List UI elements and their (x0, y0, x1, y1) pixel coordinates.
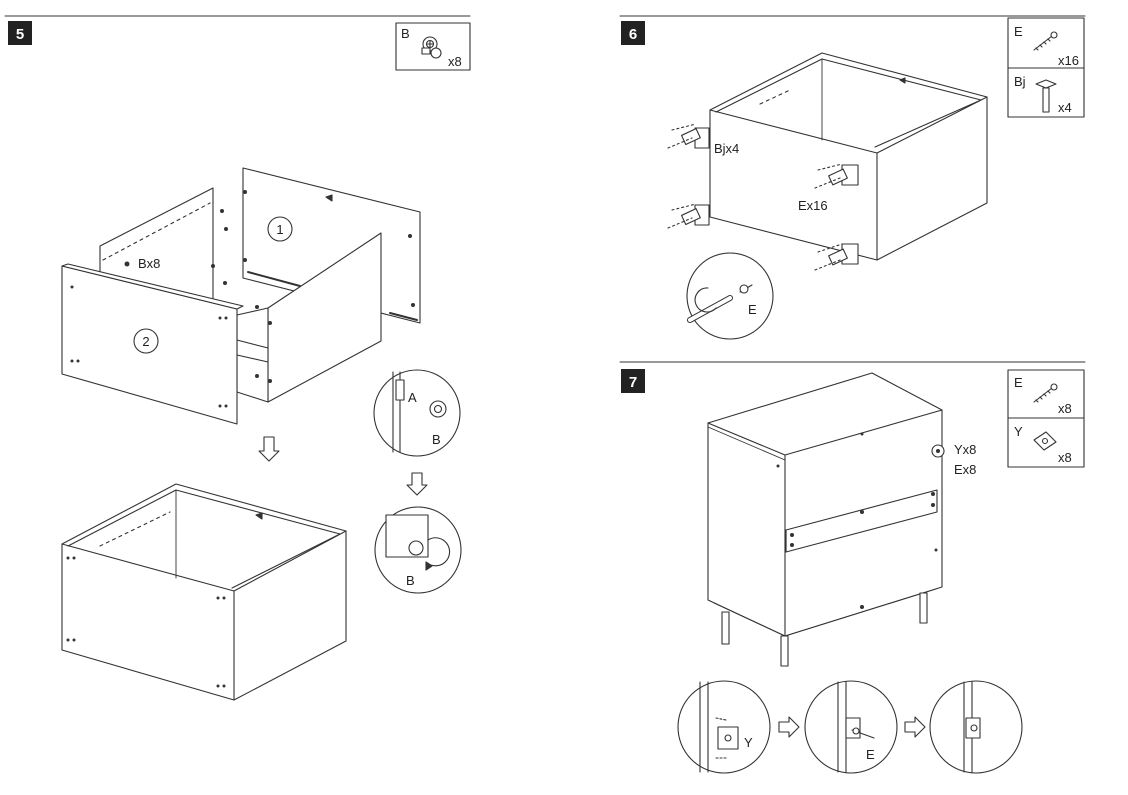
step-7: 7 E x8 Y x8 (619, 361, 1086, 774)
step-badge (621, 21, 645, 45)
down-arrow-icon (258, 436, 280, 462)
screw-callout: Ex8 (954, 462, 976, 477)
cam-lock-icon (421, 36, 442, 59)
detail-bracket-fixed (929, 680, 1023, 774)
detail-bracket-place: Y (677, 680, 771, 774)
upright-cabinet-drawing (707, 372, 945, 667)
parts-box: B x8 (395, 22, 471, 71)
step-number: 6 (629, 26, 637, 43)
legs-callout: Bjx4 (714, 141, 739, 156)
front-panel-top (61, 263, 244, 310)
part-letter: Bj (1014, 74, 1026, 89)
hanger-icon (325, 194, 333, 202)
dowel-holes (70, 190, 415, 408)
panel-edge (236, 307, 269, 403)
detail-screw-bracket: E (804, 680, 898, 774)
part-letter: B (401, 26, 410, 41)
part-qty: x8 (1058, 450, 1072, 465)
assembled-cabinet-drawing (61, 483, 347, 701)
step-5: 5 B x8 (4, 15, 471, 701)
upside-down-cabinet-drawing (667, 52, 988, 271)
detail-label-a: A (408, 390, 417, 405)
detail-label-y: Y (744, 735, 753, 750)
detail-label-b: B (432, 432, 441, 447)
part-qty: x16 (1058, 53, 1079, 68)
screw-arrows (667, 123, 843, 271)
detail-label-e: E (748, 302, 757, 317)
step-number: 5 (16, 26, 24, 43)
exploded-cabinet-drawing: 1 2 Bx8 (61, 167, 421, 425)
screw-icon (1033, 31, 1058, 51)
panel-1-label: 1 (276, 222, 283, 237)
part-letter: E (1014, 24, 1023, 39)
down-arrow-icon (406, 472, 428, 496)
detail-cam-insert: A B (373, 369, 461, 457)
right-arrow-icon (778, 716, 800, 738)
step-number: 7 (629, 374, 637, 391)
detail-cam-tighten: B (374, 506, 462, 594)
bracket-icon (1033, 431, 1057, 451)
panel-1-marker (267, 216, 293, 242)
right-arrow-icon (904, 716, 926, 738)
leg-icon (1035, 79, 1057, 113)
panel-2-label: 2 (142, 334, 149, 349)
part-letter: E (1014, 375, 1023, 390)
part-qty: x4 (1058, 100, 1072, 115)
detail-label-e: E (866, 747, 875, 762)
step-6: 6 E x16 Bj x4 (619, 15, 1086, 340)
part-qty: x8 (1058, 401, 1072, 416)
screw-icon (1033, 383, 1058, 403)
step-badge (8, 21, 32, 45)
parts-box: E x8 Y x8 (1007, 369, 1085, 468)
detail-screw-driving: E (686, 252, 774, 340)
step-badge (621, 369, 645, 393)
screws-callout: Ex16 (798, 198, 828, 213)
part-qty: x8 (448, 54, 462, 69)
part-letter: Y (1014, 424, 1023, 439)
detail-label-b: B (406, 573, 415, 588)
panel-2-marker (133, 328, 159, 354)
hardware-callout: Bx8 (138, 256, 160, 271)
bracket-callout: Yx8 (954, 442, 976, 457)
parts-box: E x16 Bj x4 (1007, 17, 1085, 118)
